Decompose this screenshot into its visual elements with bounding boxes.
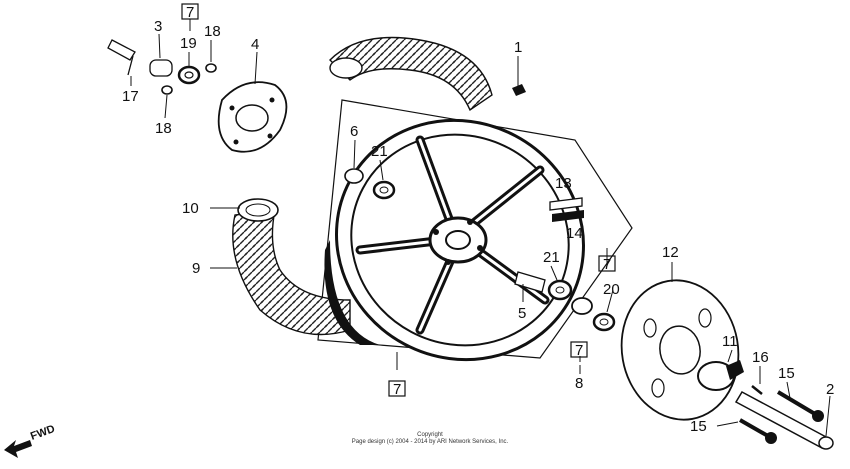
tire-upper [329,36,493,112]
box-markers [181,3,616,397]
callout-7-bottom: 7 [393,381,401,398]
bolt-15-lower [739,418,777,444]
callout-4: 4 [251,36,259,53]
pin-16 [751,385,763,395]
callout-9: 9 [192,260,200,277]
callout-3: 3 [154,18,162,35]
seal-18 [205,63,217,73]
spacer-5 [514,271,546,293]
fwd-arrow-icon [4,440,32,458]
retainer-8 [571,297,593,315]
cast-wheel [324,118,585,362]
callout-18-upper: 18 [204,23,221,40]
fwd-indicator: FWD [4,423,57,458]
axle-2 [734,391,834,450]
bolt-15-upper [776,390,824,422]
copyright-notice: Copyright Page design (c) 2004 - 2014 by… [330,432,530,446]
callout-21-left: 21 [371,143,388,160]
gearbox-11 [697,360,744,391]
seal-20 [592,312,616,332]
cap-1 [512,84,526,96]
collar-3 [149,59,173,77]
copyright-title: Copyright [417,432,443,438]
spacer-6 [344,168,364,184]
tire-9 [232,209,351,336]
callout-15-upper: 15 [778,365,795,382]
valve-17 [107,39,136,76]
tube-10 [237,198,279,222]
callout-6: 6 [350,123,358,140]
callout-18-lower: 18 [155,120,172,137]
callout-20: 20 [603,281,620,298]
bearing-21-right [547,279,573,301]
callout-15-lower: 15 [690,418,707,435]
callout-11: 11 [722,333,738,350]
callout-1: 1 [514,39,522,56]
callout-7-right: 7 [603,256,611,273]
callout-17: 17 [122,88,139,105]
callout-16: 16 [752,349,769,366]
callout-14: 14 [566,225,583,242]
bearing-21-left [372,180,396,200]
callout-21-right: 21 [543,249,560,266]
callout-13: 13 [555,175,572,192]
fwd-label: FWD [29,423,57,443]
callout-5: 5 [518,305,526,322]
callout-7-lower: 7 [575,342,583,359]
emblem-13-14 [549,197,584,222]
callout-8: 8 [575,375,583,392]
callout-19: 19 [180,35,197,52]
copyright-text: Page design (c) 2004 - 2014 by ARI Netwo… [351,439,509,445]
hub-plate-4 [217,81,288,153]
brake-disc-12 [620,279,740,421]
callout-7-top-left: 7 [186,4,194,21]
seal-18-lower [161,85,173,95]
leader-lines [130,19,831,437]
callout-2: 2 [826,381,834,398]
callout-12: 12 [662,244,679,261]
callout-10: 10 [182,200,199,217]
bearing-19 [177,65,201,85]
